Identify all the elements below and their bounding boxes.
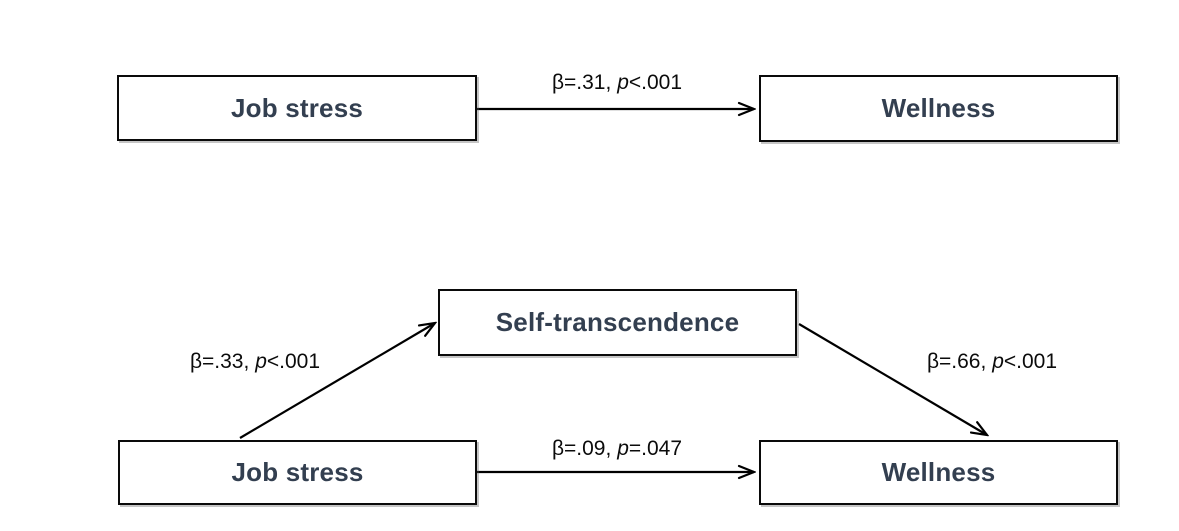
p-value-text: <.001 bbox=[1003, 350, 1058, 373]
arrow-b-path bbox=[798, 323, 987, 435]
box-job-stress-total: Job stress bbox=[117, 75, 477, 141]
p-symbol: p bbox=[617, 437, 629, 460]
box-label-job-stress: Job stress bbox=[230, 92, 364, 123]
box-self-transcendence: Self-transcendence bbox=[438, 289, 797, 356]
coefficient-text: β=.09, bbox=[551, 437, 612, 460]
box-label-self-transcendence: Self-transcendence bbox=[495, 307, 740, 337]
p-symbol: p bbox=[617, 71, 629, 94]
p-symbol: p bbox=[992, 350, 1004, 373]
coefficient-text: β=.66, bbox=[926, 350, 987, 373]
path-label-c-prime-path: β=.09,p=.047 bbox=[467, 434, 767, 464]
box-label-wellness: Wellness bbox=[881, 93, 996, 123]
coefficient-text: β=.31, bbox=[551, 71, 612, 94]
p-value-text: <.001 bbox=[266, 350, 321, 373]
path-label-b-path: β=.66,p<.001 bbox=[842, 347, 1142, 377]
p-value-text: =.047 bbox=[628, 437, 683, 460]
p-value-text: <.001 bbox=[628, 71, 683, 94]
box-wellness-mediation: Wellness bbox=[759, 440, 1118, 505]
box-label-job-stress: Job stress bbox=[231, 457, 364, 487]
box-label-wellness: Wellness bbox=[881, 457, 996, 487]
coefficient-text: β=.33, bbox=[189, 350, 250, 373]
p-symbol: p bbox=[255, 350, 267, 373]
box-wellness-total: Wellness bbox=[759, 75, 1118, 142]
box-job-stress-mediation: Job stress bbox=[118, 440, 477, 505]
path-label-a-path: β=.33,p<.001 bbox=[105, 347, 405, 377]
arrow-a-path bbox=[239, 323, 435, 439]
path-label-total-effect: β=.31,p<.001 bbox=[467, 68, 767, 98]
